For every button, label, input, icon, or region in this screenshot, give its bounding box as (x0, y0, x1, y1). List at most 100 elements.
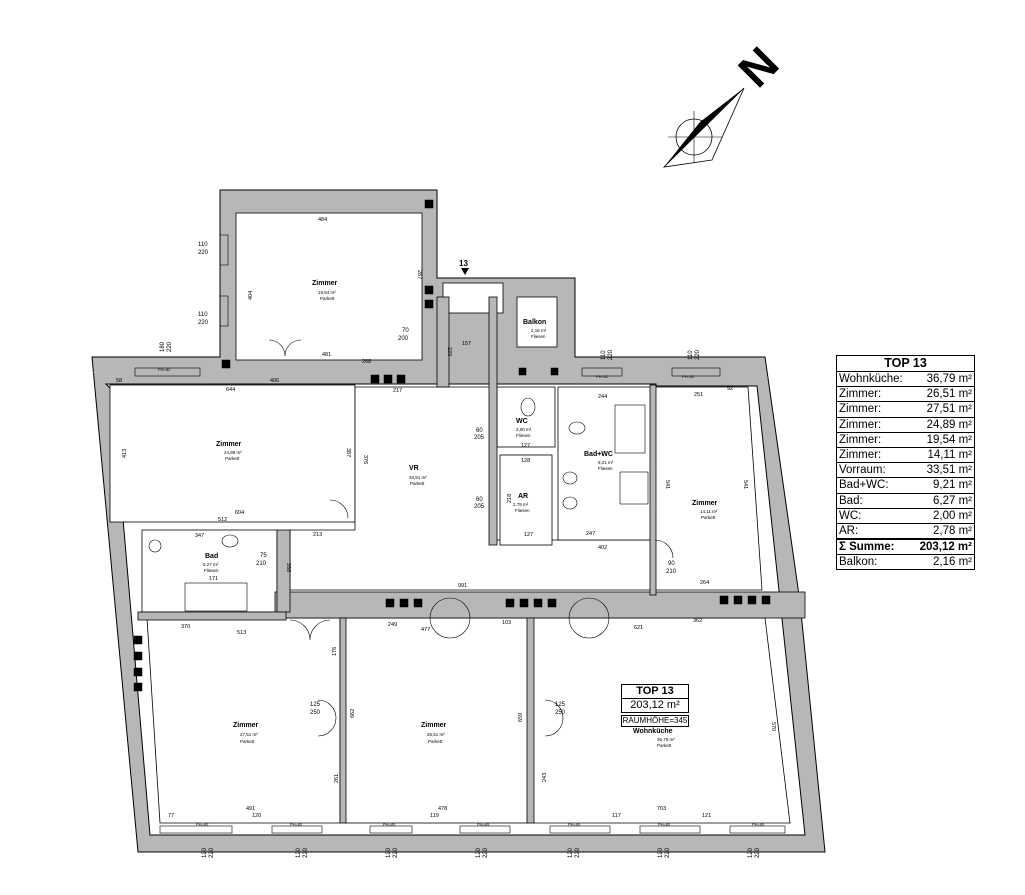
svg-text:180220: 180220 (160, 341, 173, 352)
area-row-label: AR: (839, 524, 859, 537)
room-name: Bad (205, 553, 218, 560)
area-table-row: Zimmer:26,51 m² (837, 386, 974, 401)
room-name: Balkon (523, 319, 546, 326)
svg-text:110220: 110220 (688, 349, 701, 360)
room-name: Zimmer (421, 722, 447, 729)
room-name: AR (518, 493, 528, 500)
room-floor: Fliesen (598, 466, 613, 471)
room-area: 2,78 m² (513, 502, 529, 507)
svg-text:218: 218 (507, 494, 513, 503)
area-row-value: 26,51 m² (926, 388, 972, 401)
unit-label-height: RAUMHÖHE=345 (621, 715, 689, 727)
area-row-label: Zimmer: (839, 403, 882, 416)
area-table-row: Zimmer:14,11 m² (837, 446, 974, 462)
svg-text:PH=85: PH=85 (658, 822, 671, 827)
svg-text:402: 402 (598, 545, 607, 551)
area-table-row: Bad:6,27 m² (837, 492, 974, 508)
area-row-value: 19,54 m² (926, 433, 972, 446)
svg-text:491: 491 (246, 806, 255, 812)
svg-text:413: 413 (122, 449, 128, 458)
svg-text:103: 103 (502, 620, 511, 626)
room-area: 6,27 m² (203, 562, 219, 567)
svg-text:217: 217 (393, 388, 402, 394)
svg-text:251: 251 (694, 392, 703, 398)
shaft-markers (133, 199, 771, 692)
room-labels: Zimmer 19,54 m² Parkett Zimmer 24,89 m² … (203, 280, 718, 748)
svg-text:PH=85: PH=85 (383, 822, 396, 827)
svg-text:261: 261 (334, 774, 340, 783)
svg-text:233: 233 (446, 347, 452, 356)
svg-text:110220: 110220 (198, 312, 209, 326)
area-table-row: Zimmer:24,89 m² (837, 416, 974, 432)
svg-text:117: 117 (612, 813, 621, 819)
svg-text:127: 127 (521, 443, 530, 449)
svg-text:570: 570 (770, 722, 776, 731)
svg-text:244: 244 (598, 394, 607, 400)
room-floor: Fliesen (516, 433, 531, 438)
svg-text:991: 991 (458, 583, 467, 589)
area-row-label: Zimmer: (839, 448, 882, 461)
room-floor: Parkett (320, 296, 335, 301)
svg-text:604: 604 (235, 510, 244, 516)
unit-marker: 13 (459, 259, 469, 275)
room-floor: Fliesen (204, 568, 219, 573)
room-floor: Parkett (410, 481, 425, 486)
svg-text:PH=82: PH=82 (682, 374, 695, 379)
area-row-label: Bad+WC: (839, 479, 889, 492)
north-arrow-icon: N (662, 37, 788, 168)
room-area: 14,11 m² (700, 509, 718, 514)
area-row-label: WC: (839, 509, 862, 522)
room-area: 27,51 m² (240, 732, 258, 737)
room-floor: Fliesen (531, 334, 546, 339)
svg-text:77: 77 (168, 813, 174, 819)
area-row-value: 6,27 m² (933, 494, 972, 507)
svg-text:119: 119 (430, 813, 439, 819)
svg-text:404: 404 (248, 291, 254, 300)
area-table-row: WC: 2,00 m² (837, 507, 974, 523)
svg-text:644: 644 (226, 387, 235, 393)
area-row-value: 2,78 m² (933, 524, 972, 537)
svg-text:659: 659 (518, 713, 524, 722)
svg-text:541: 541 (742, 480, 748, 489)
room-shapes (109, 212, 791, 824)
svg-text:110220: 110220 (601, 349, 614, 360)
svg-text:513: 513 (237, 630, 246, 636)
svg-text:477: 477 (421, 627, 430, 633)
svg-text:243: 243 (542, 773, 548, 782)
svg-text:662: 662 (350, 709, 356, 718)
svg-text:362: 362 (693, 618, 702, 624)
svg-text:176: 176 (332, 647, 338, 656)
svg-text:157: 157 (462, 341, 471, 347)
area-row-value: 33,51 m² (926, 464, 972, 477)
room-name: VR (409, 465, 419, 472)
area-balkon-row: Balkon: 2,16 m² (837, 554, 974, 569)
room-floor: Parkett (657, 743, 672, 748)
area-table-row: AR: 2,78 m² (837, 522, 974, 538)
room-name: Zimmer (233, 722, 259, 729)
svg-text:PH=82: PH=82 (596, 374, 609, 379)
room-floor: Parkett (225, 456, 240, 461)
svg-text:127: 127 (524, 532, 533, 538)
svg-text:288: 288 (285, 563, 291, 572)
svg-text:621: 621 (634, 625, 643, 631)
svg-text:541: 541 (664, 480, 670, 489)
area-row-label: Vorraum: (839, 464, 886, 477)
area-table-title: TOP 13 (884, 356, 927, 370)
svg-text:PH=82: PH=82 (158, 367, 171, 372)
svg-text:PH=85: PH=85 (568, 822, 581, 827)
room-floor: Parkett (428, 739, 443, 744)
room-area: 33,51 m² (409, 475, 427, 480)
room-name: Bad+WC (584, 451, 613, 458)
svg-text:120220: 120220 (476, 847, 489, 858)
svg-text:478: 478 (438, 806, 447, 812)
area-row-value: 2,00 m² (933, 509, 972, 522)
svg-text:120220: 120220 (568, 847, 581, 858)
room-name: WC (516, 418, 528, 425)
area-sum-row: Σ Summe: 203,12 m² (837, 538, 974, 554)
svg-text:287: 287 (416, 270, 422, 279)
svg-text:247: 247 (586, 531, 595, 537)
